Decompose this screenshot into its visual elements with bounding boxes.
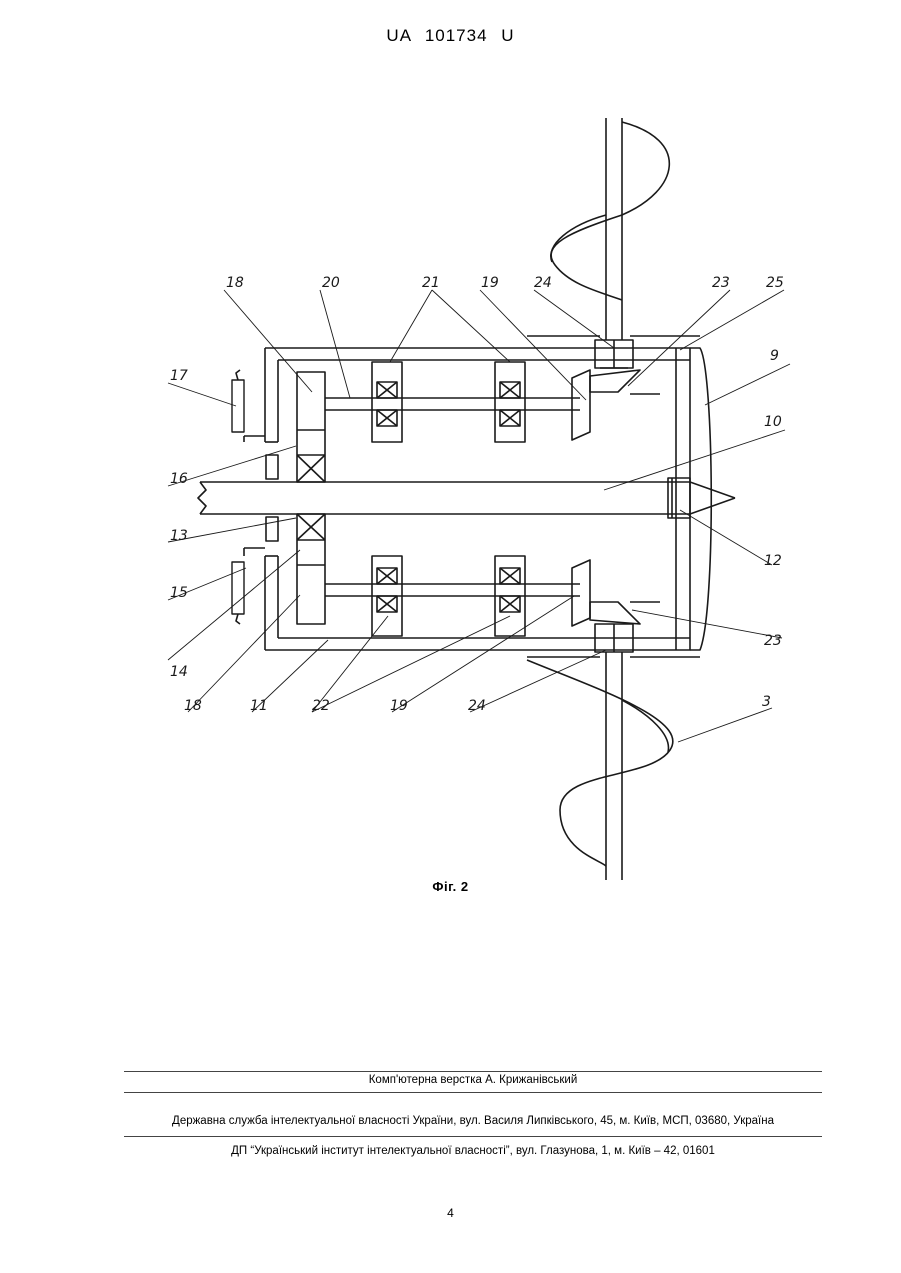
label-12: 12 (764, 553, 782, 569)
page-number: 4 (0, 1206, 901, 1220)
footer-divider-bottom (124, 1136, 822, 1137)
leader-lines (168, 290, 790, 742)
label-21: 21 (422, 275, 440, 291)
label-15: 15 (170, 585, 188, 601)
footer-layout-credit: Комп'ютерна верстка А. Крижанівський (124, 1074, 822, 1086)
label-11: 11 (250, 698, 268, 714)
footer-agency: Державна служба інтелектуальної власност… (124, 1115, 822, 1127)
label-9: 9 (770, 348, 779, 364)
label-13: 13 (170, 528, 188, 544)
label-25: 25 (766, 275, 784, 291)
label-24-top: 24 (534, 275, 552, 291)
label-18-bottom: 18 (184, 698, 202, 714)
label-17: 17 (170, 368, 188, 384)
label-22: 22 (312, 698, 330, 714)
label-24-bottom: 24 (468, 698, 486, 714)
footer-divider-middle (124, 1092, 822, 1093)
footer-institute: ДП “Український інститут інтелектуальної… (124, 1145, 822, 1157)
label-23-bottom: 23 (764, 633, 782, 649)
label-19-top: 19 (481, 275, 499, 291)
label-3: 3 (762, 694, 771, 710)
figure-caption: Фіг. 2 (0, 879, 901, 894)
footer-divider-top (124, 1071, 822, 1072)
label-20: 20 (322, 275, 340, 291)
label-10: 10 (764, 414, 782, 430)
label-14: 14 (170, 664, 188, 680)
label-18-top: 18 (226, 275, 244, 291)
label-16: 16 (170, 471, 188, 487)
drawing-geometry (198, 118, 735, 880)
label-19-bottom: 19 (390, 698, 408, 714)
label-23-top: 23 (712, 275, 730, 291)
